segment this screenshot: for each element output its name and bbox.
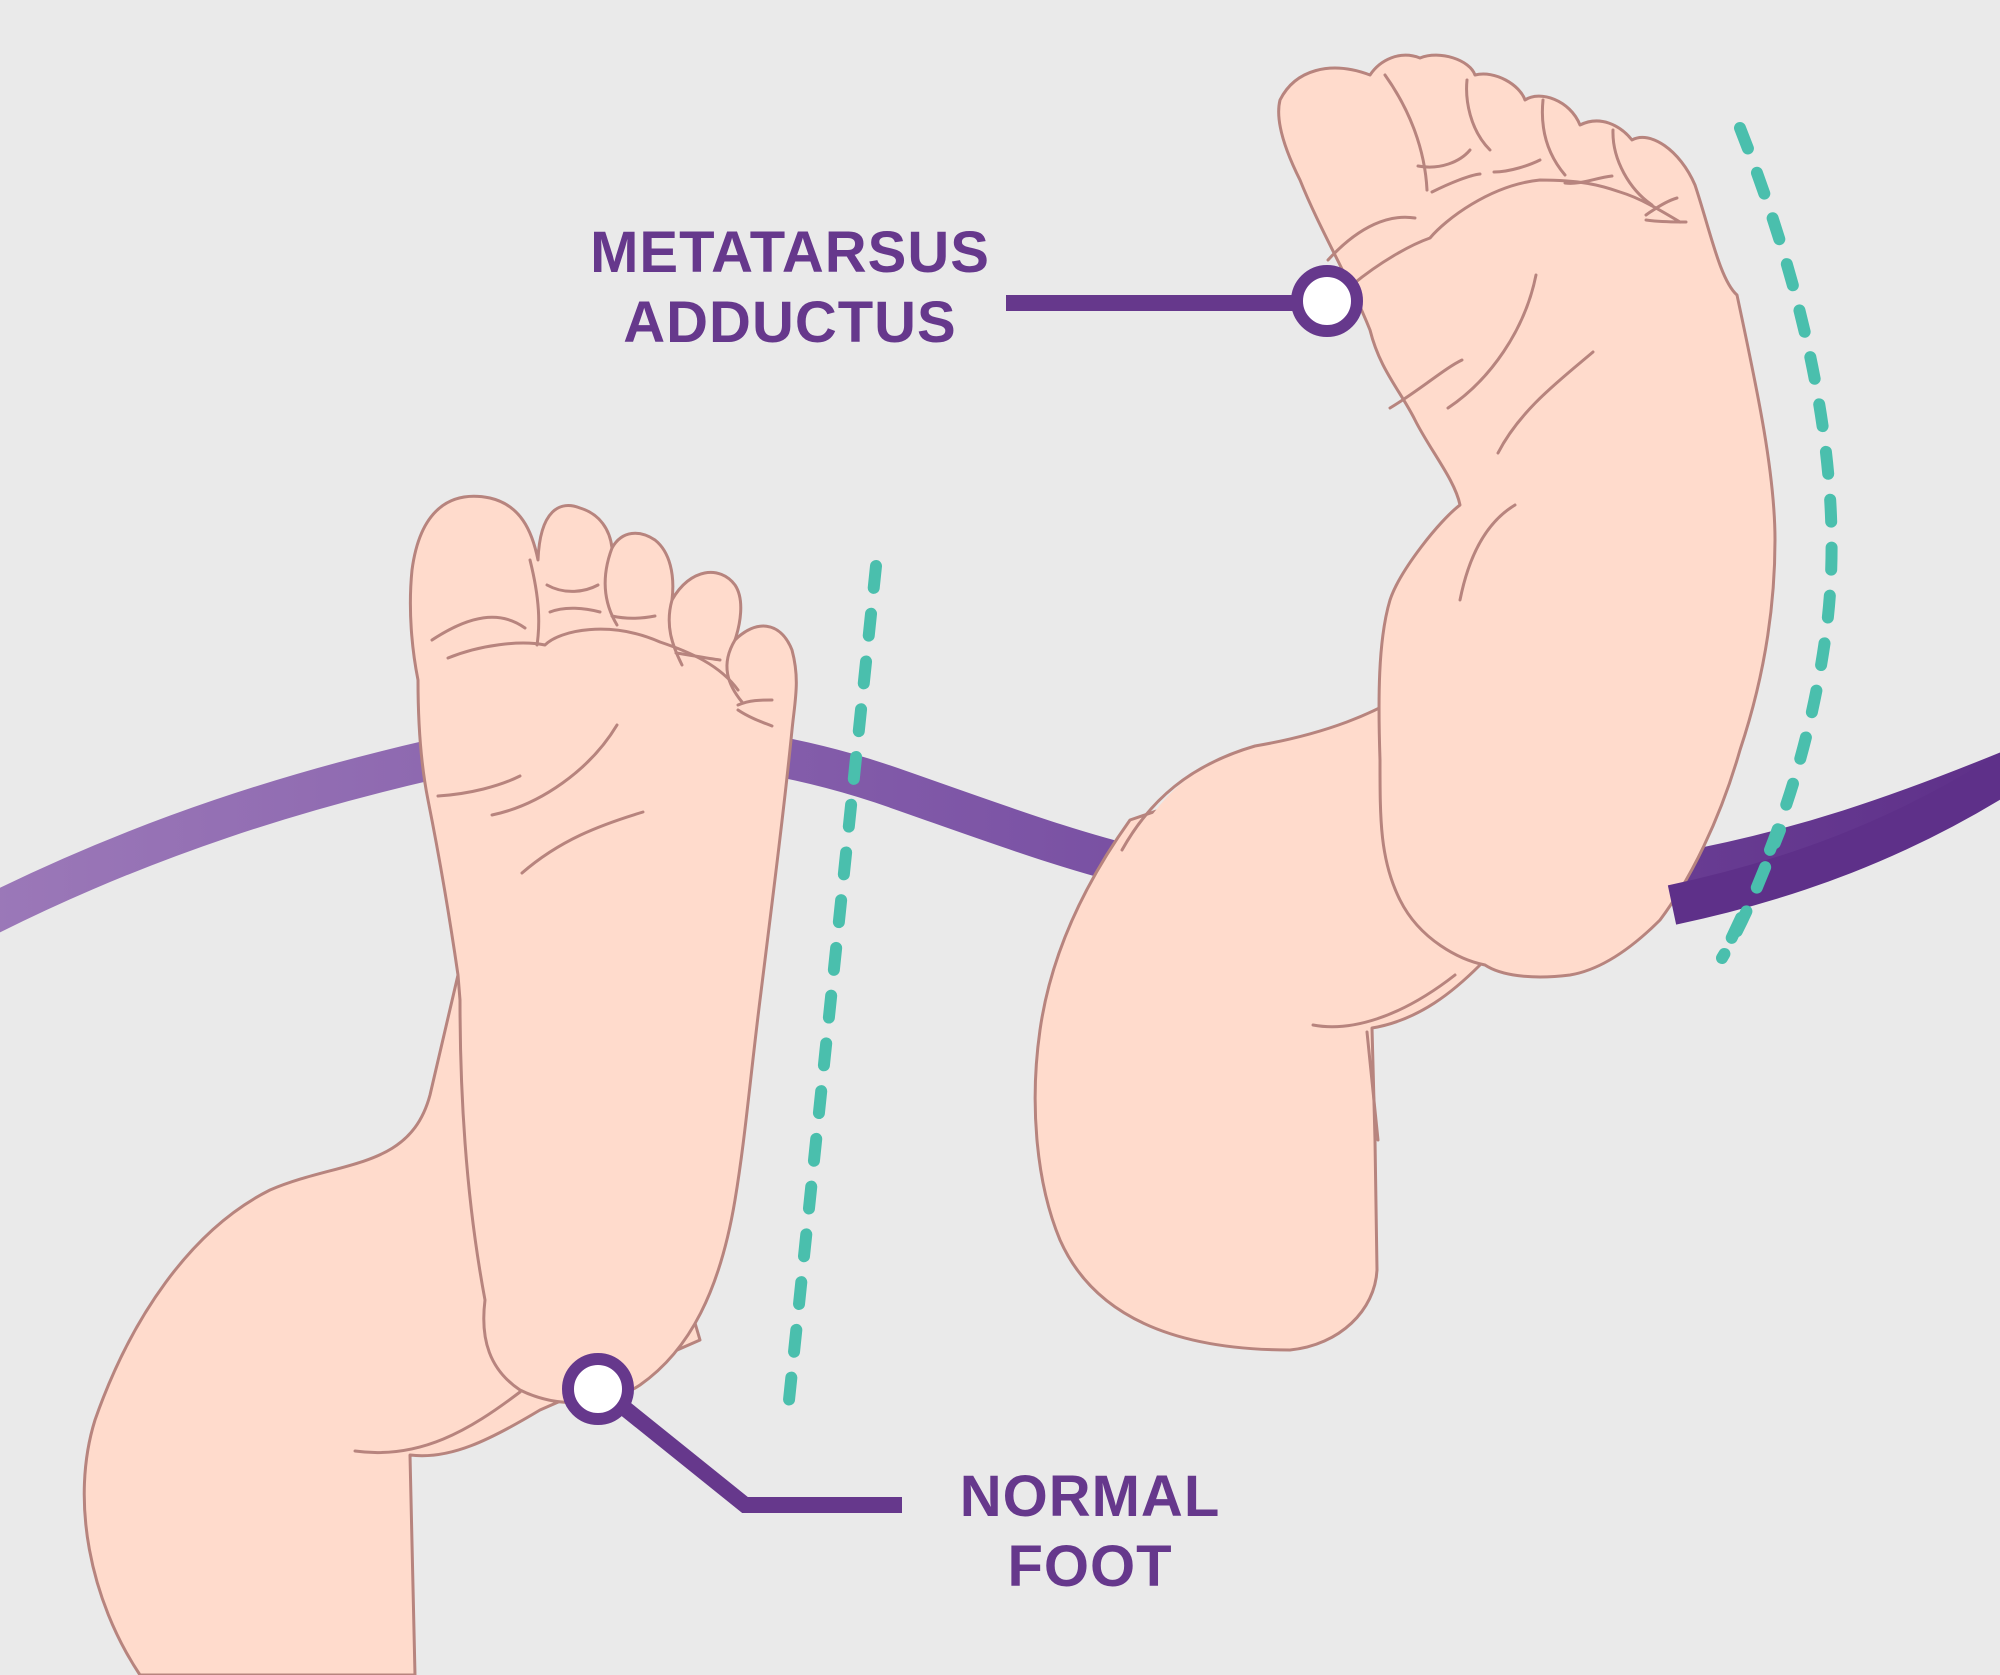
metatarsus-adductus-label-line1: METATARSUS — [590, 220, 990, 285]
normal-foot-label-line2: FOOT — [1007, 1534, 1173, 1599]
normal-foot — [82, 494, 798, 1675]
metatarsus-adductus-foot — [1033, 53, 1777, 1352]
normal-foot-label: NORMAL FOOT — [940, 1462, 1240, 1602]
nf-callout — [562, 1353, 902, 1513]
ma-foot-axis-dashes-over-arc — [1716, 824, 1786, 964]
metatarsus-adductus-label-line2: ADDUCTUS — [623, 290, 957, 355]
nf-callout-marker — [562, 1353, 634, 1425]
background-arc-right — [1667, 753, 2000, 925]
ma-foot-axis-dashes — [1716, 122, 1838, 964]
normal-foot-sole — [408, 494, 798, 1405]
ma-foot-sole — [1277, 53, 1777, 979]
nf-callout-leader — [606, 1391, 902, 1513]
ma-callout-marker — [1291, 265, 1363, 337]
ma-foot-leg — [1033, 733, 1482, 1352]
normal-foot-axis-dashes — [783, 560, 882, 1406]
metatarsus-adductus-label: METATARSUS ADDUCTUS — [570, 218, 1010, 358]
normal-foot-label-line1: NORMAL — [959, 1464, 1221, 1529]
ma-callout — [1006, 265, 1363, 337]
